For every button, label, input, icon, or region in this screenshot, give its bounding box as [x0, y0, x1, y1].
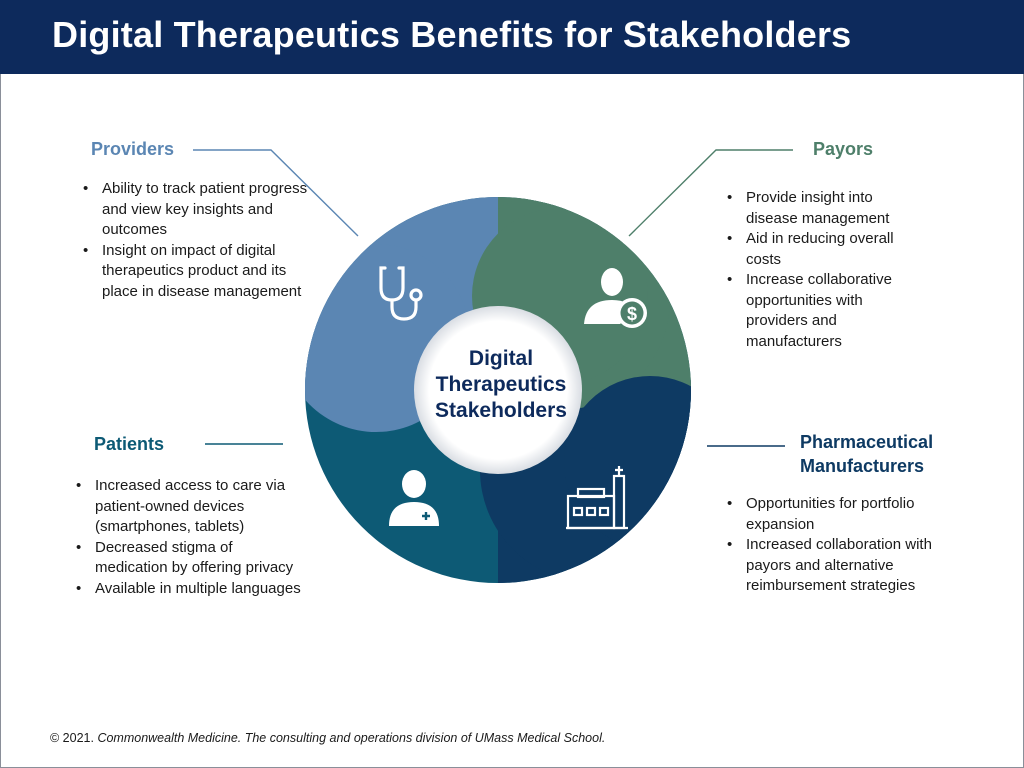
providers-bullet: Insight on impact of digital therapeutic…	[80, 241, 310, 303]
patients-heading: Patients	[94, 434, 165, 454]
title-bar: Digital Therapeutics Benefits for Stakeh…	[0, 0, 1024, 74]
patients-bullet: Decreased stigma of medication by offeri…	[73, 538, 305, 579]
payors-bullet: Provide insight into disease management	[724, 188, 924, 229]
providers-heading: Providers	[91, 139, 175, 159]
providers-bullets: Ability to track patient progress and vi…	[80, 179, 310, 302]
center-hole	[414, 306, 582, 474]
payors-bullet: Increase collaborative opportunities wit…	[724, 270, 924, 352]
payors-bullets: Provide insight into disease management …	[724, 188, 924, 352]
copyright-footer: © 2021. Commonwealth Medicine. The consu…	[50, 731, 605, 745]
factory-icon	[566, 466, 628, 530]
patients-bullet: Increased access to care via patient-own…	[73, 476, 305, 538]
center-label-line-3: Stakeholders	[435, 399, 567, 422]
svg-text:$: $	[627, 304, 637, 324]
manufacturers-bullets: Opportunities for portfolio expansion In…	[724, 494, 960, 597]
center-label: Digital Therapeutics Stakeholders	[416, 346, 586, 424]
patients-bullet: Available in multiple languages	[73, 579, 305, 600]
payors-heading: Payors	[813, 139, 874, 159]
center-label-line-1: Digital	[468, 347, 534, 370]
payors-bullet: Aid in reducing overall costs	[724, 229, 924, 270]
manufacturers-bullet: Increased collaboration with payors and …	[724, 535, 960, 597]
footer-prefix: © 2021.	[50, 731, 98, 745]
footer-text: Commonwealth Medicine. The consulting an…	[97, 731, 606, 745]
providers-leader-line	[193, 149, 359, 237]
slide-title: Digital Therapeutics Benefits for Stakeh…	[52, 14, 852, 55]
stethoscope-icon	[379, 266, 423, 321]
patients-bullets: Increased access to care via patient-own…	[73, 476, 305, 599]
payors-leader-line	[628, 149, 793, 237]
manufacturers-heading-line-1: Pharmaceutical	[800, 432, 934, 452]
center-label-line-2: Therapeutics	[435, 373, 567, 396]
person-dollar-icon: $	[584, 268, 647, 328]
manufacturers-overlap	[564, 376, 691, 548]
manufacturers-heading: Pharmaceutical Manufacturers	[800, 430, 933, 478]
manufacturers-bullet: Opportunities for portfolio expansion	[724, 494, 960, 535]
providers-bullet: Ability to track patient progress and vi…	[80, 179, 310, 241]
patient-icon	[389, 470, 439, 526]
manufacturers-heading-line-2: Manufacturers	[800, 456, 925, 476]
